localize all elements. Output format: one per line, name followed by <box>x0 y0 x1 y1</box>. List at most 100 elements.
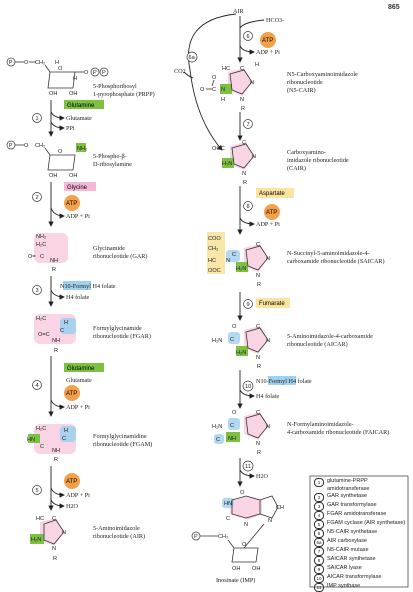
page-number: 865 <box>388 4 400 11</box>
svg-text:R: R <box>54 457 58 463</box>
fgar-name: Formylglycinamide ribonucleotide (FGAR) <box>93 325 151 340</box>
svg-text:CH₂: CH₂ <box>208 246 218 252</box>
svg-text:P: P <box>9 60 13 66</box>
legend-text: SAICAR lyase <box>327 565 362 571</box>
step-9-marker <box>243 299 253 309</box>
svg-text:N: N <box>226 258 230 264</box>
fgam-name-line-1: Formylglycinamidine <box>93 433 147 440</box>
atp-circle-6 <box>260 32 276 48</box>
step-11-marker <box>242 460 254 472</box>
svg-text:P: P <box>9 143 13 149</box>
svg-text:C: C <box>60 328 64 334</box>
svg-text:H₂N: H₂N <box>31 537 41 543</box>
pra-name-line-1: 5-Phospho-β- <box>93 153 127 160</box>
legend-number: 5 <box>314 520 324 529</box>
n5cair-name-line-2: ribonucleotide <box>287 79 323 86</box>
svg-text:OH: OH <box>69 173 77 179</box>
saicar-name-line-2: carboxamide ribonucleotide (SAICAR) <box>287 258 385 265</box>
adp-label-5: ADP + Pi <box>66 492 90 499</box>
legend-text: glutamine-PRPP amidotransferase <box>327 478 370 492</box>
svg-text:H₂C: H₂C <box>36 426 46 432</box>
glycine-tag <box>64 182 96 191</box>
prpp-name-line-2: 1-pyrophosphate (PRPP) <box>93 91 155 98</box>
legend-text: GAR transformylase <box>327 502 377 508</box>
cair-name-line-3: (CAIR) <box>287 165 306 172</box>
svg-text:O: O <box>200 87 205 93</box>
glutamine-label-1: Glutamine <box>67 103 95 109</box>
fumarate-tag <box>256 298 290 308</box>
gar-name-line-1: Glycinamide <box>93 245 125 252</box>
svg-text:OH: OH <box>232 566 240 572</box>
legend-number: 2 <box>314 493 324 502</box>
svg-text:N: N <box>252 154 256 160</box>
step-6-number: 6 <box>247 34 250 40</box>
step-3-marker <box>32 285 42 295</box>
atp-label-4: ATP <box>66 391 77 397</box>
svg-text:NH₂: NH₂ <box>77 146 87 152</box>
atp-circle-8 <box>264 204 280 220</box>
svg-text:O: O <box>58 149 63 155</box>
step-6a-marker <box>186 51 198 63</box>
air-name-line-2: ribonucleotide (AIR) <box>93 533 145 540</box>
svg-text:N: N <box>266 424 270 430</box>
hco3-label: HCO3- <box>266 17 284 24</box>
svg-text:COO: COO <box>208 236 221 242</box>
faicar-name-line-2: 4-carboxamide ribonucleotide (FAICAR) <box>287 429 389 436</box>
step-8-number: 8 <box>247 204 250 210</box>
svg-text:H: H <box>255 62 259 68</box>
atp-label-5: ATP <box>66 479 77 485</box>
svg-text:C: C <box>240 66 244 72</box>
faicar-structure: O H₂N C C N NH C N R <box>212 410 270 456</box>
svg-text:C: C <box>230 423 234 429</box>
legend-text: SAICAR synthetase <box>327 556 376 562</box>
cair-name: Carboxyamino- imidazole ribonucleotide (… <box>287 149 350 172</box>
aicar-name-line-1: 5-Aminoimidazole-4-carboxamide <box>287 333 373 340</box>
pra-name-line-2: D-ribosylamine <box>93 161 132 168</box>
legend-text: AICAR transformylase <box>327 574 382 580</box>
svg-text:H₂N: H₂N <box>212 338 222 344</box>
svg-text:H: H <box>64 320 68 326</box>
aicar-structure: O H₂N C C N H₂N N R <box>212 324 270 370</box>
svg-text:N: N <box>266 338 270 344</box>
svg-text:H₂C: H₂C <box>36 242 46 248</box>
fgam-name-line-2: ribonucleotide (FGAM) <box>93 441 152 448</box>
svg-text:P: P <box>102 70 106 76</box>
svg-text:N: N <box>250 80 254 86</box>
h2o-label-5: H2O <box>66 503 79 510</box>
svg-text:C: C <box>232 252 236 258</box>
gar-name-line-2: ribonucleotide (GAR) <box>93 253 147 260</box>
svg-text:N: N <box>256 441 260 447</box>
svg-text:O: O <box>240 490 245 496</box>
ppi-label: PPi <box>66 125 75 132</box>
svg-text:C: C <box>256 324 260 330</box>
svg-text:NH: NH <box>228 436 236 442</box>
legend-number: 9 <box>314 565 324 574</box>
air-name: 5-Aminoimidazole ribonucleotide (AIR) <box>93 525 145 540</box>
svg-text:O: O <box>24 60 29 66</box>
legend-text: FGAM cyclase (AIR synthetase) <box>327 520 406 526</box>
h2o-arrow-11 <box>239 469 255 479</box>
svg-text:C: C <box>62 436 66 442</box>
step-5-marker <box>32 485 42 495</box>
saicar-structure: COO CH₂ HC OOC N C C N H₂N N R <box>207 232 270 288</box>
svg-text:HC: HC <box>208 258 216 264</box>
atp-label-8: ATP <box>266 210 277 216</box>
h2o-label-11: H2O <box>256 473 269 480</box>
faicar-name-line-1: N-Formylaminoimidazole- <box>287 421 354 428</box>
svg-text:R: R <box>257 282 261 288</box>
aicar-name-line-2: ribonucleotide (AICAR) <box>287 341 348 348</box>
legend-number: 10 <box>314 574 324 583</box>
step-2-number: 2 <box>36 195 39 201</box>
step-3-number: 3 <box>36 288 39 294</box>
aspartate-tag <box>256 188 294 198</box>
glutamate-arrow-1 <box>50 111 65 121</box>
formyl-tag-10 <box>268 376 296 385</box>
svg-text:N: N <box>266 256 270 262</box>
